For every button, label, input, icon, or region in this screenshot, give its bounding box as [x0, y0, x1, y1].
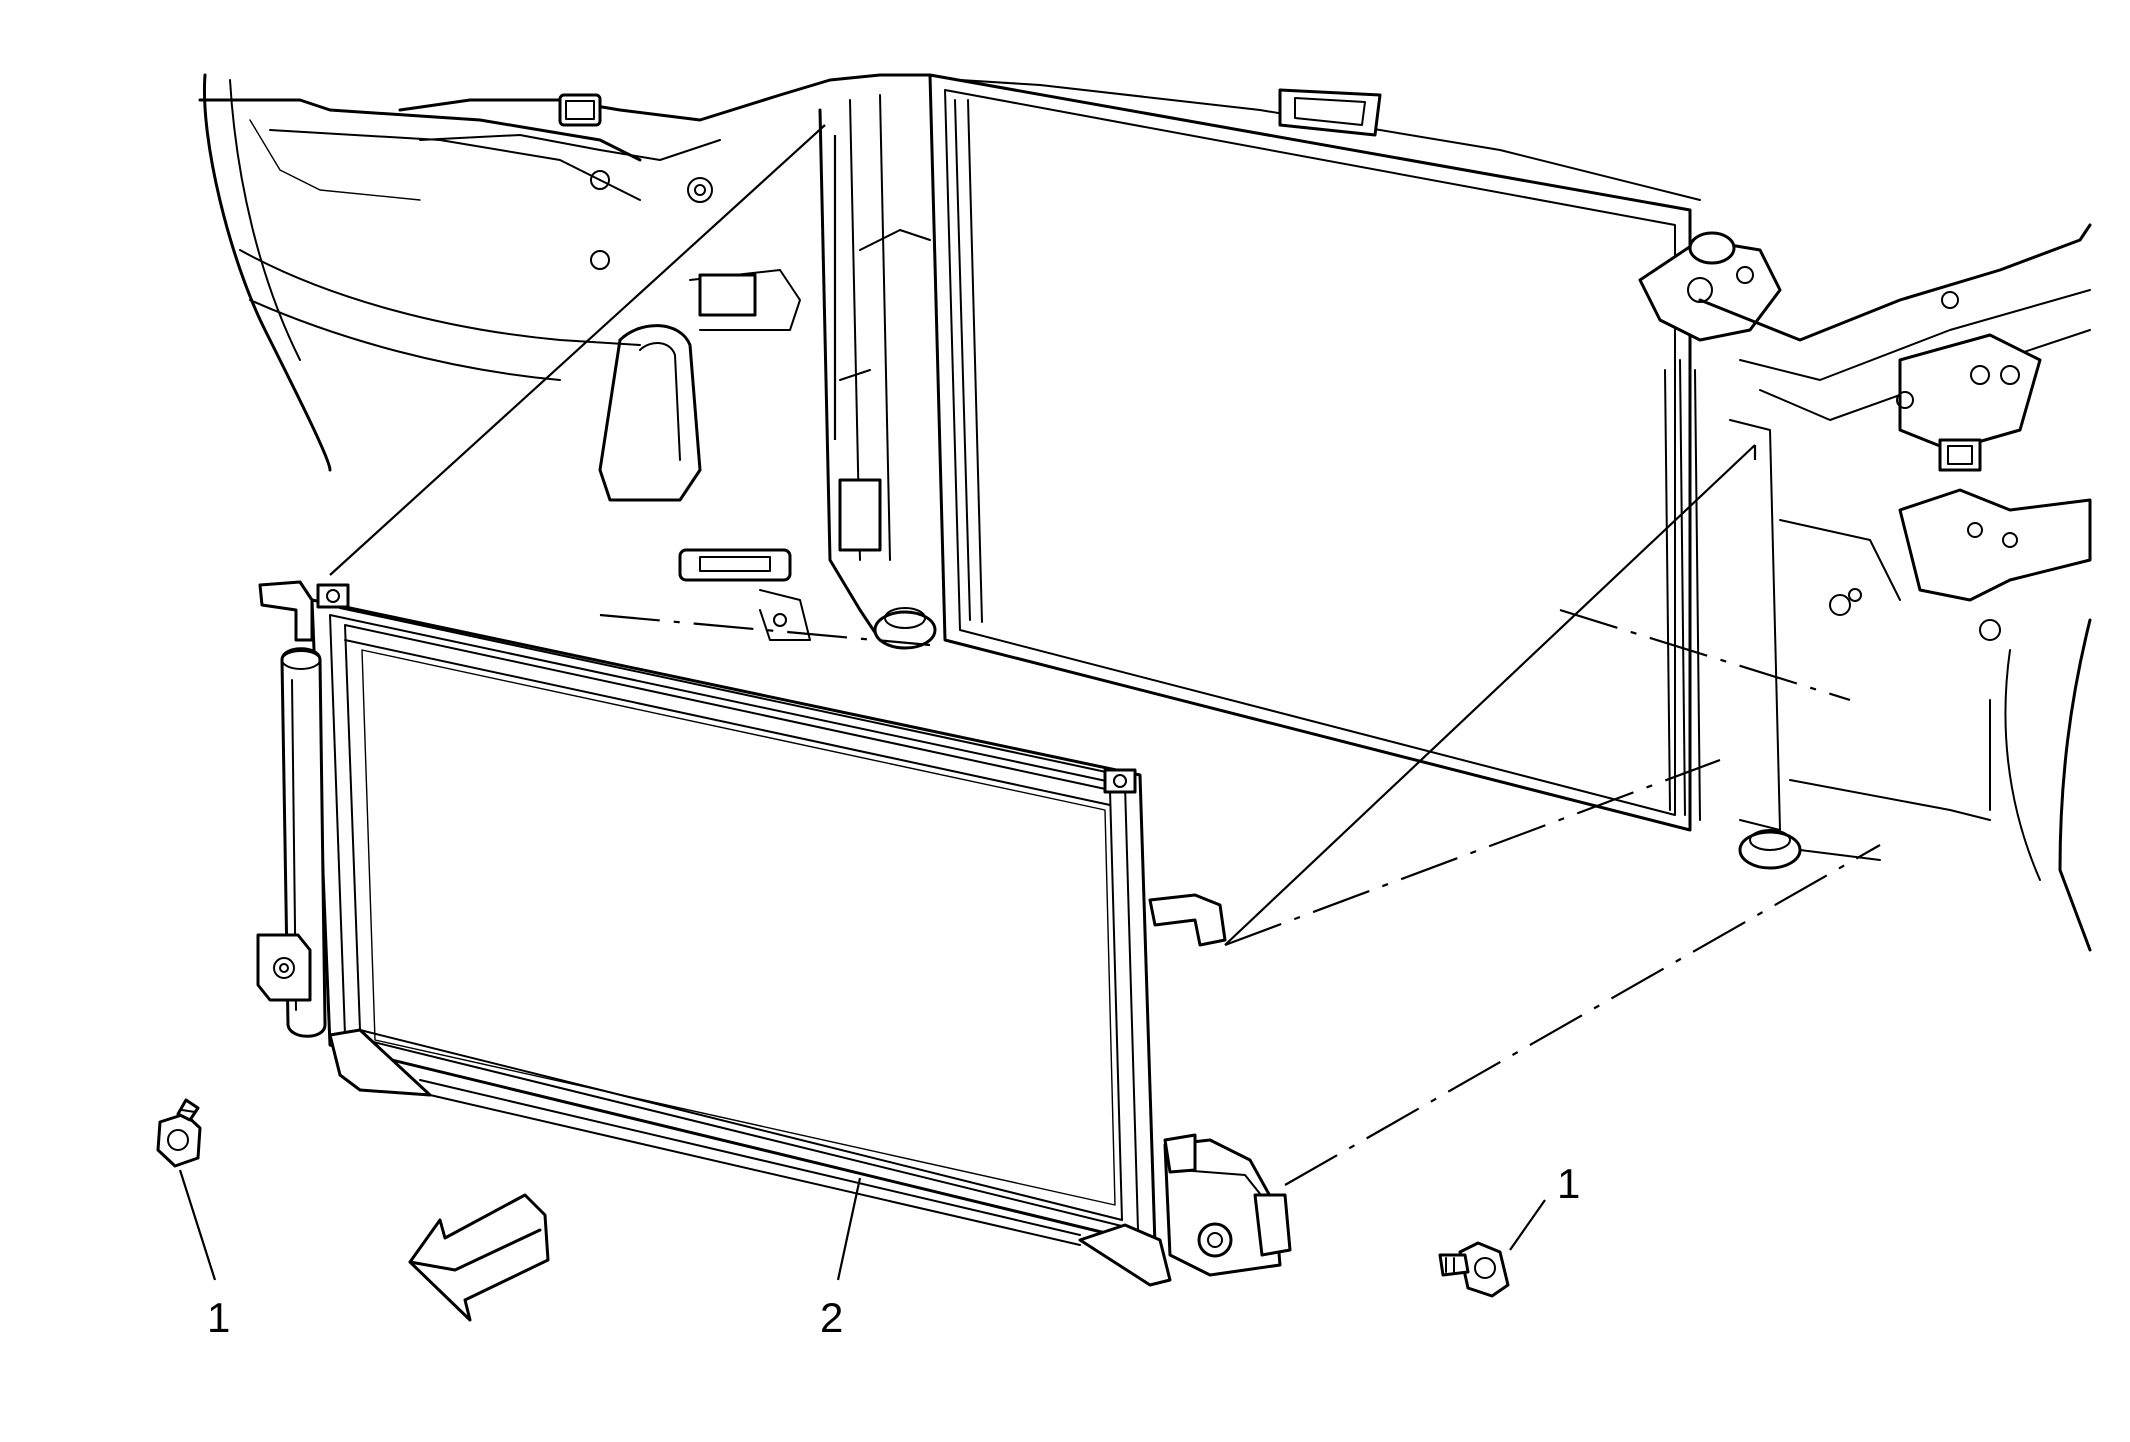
callout-bolt-left: 1 — [207, 1294, 230, 1341]
condenser — [256, 580, 1292, 1287]
callout-bolt-right: 1 — [1557, 1160, 1580, 1207]
callout-condenser: 2 — [820, 1294, 843, 1341]
forward-direction-arrow-icon — [408, 1193, 550, 1322]
alignment-lines — [329, 124, 1881, 1186]
bolt-left — [156, 1098, 202, 1168]
front-end-structure — [198, 73, 2092, 952]
callout-leaders — [178, 1169, 1546, 1281]
bolt-right — [1438, 1241, 1510, 1298]
